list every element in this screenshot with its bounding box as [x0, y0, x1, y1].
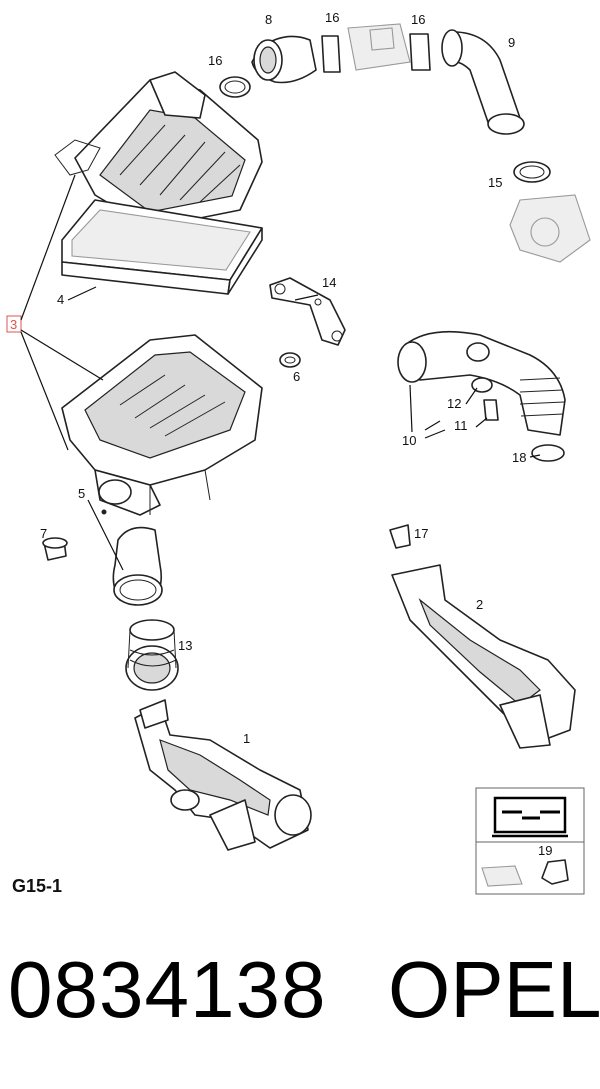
- intake-hose[interactable]: [112, 526, 163, 606]
- callout-4: 4: [57, 292, 64, 307]
- callout-13: 13: [178, 638, 192, 653]
- mass-air-flow-sensor: [347, 23, 411, 71]
- callout-14: 14: [322, 275, 336, 290]
- duct-2[interactable]: [391, 564, 576, 749]
- callout-3: 3: [10, 317, 17, 332]
- callout-17: 17: [414, 526, 428, 541]
- callout-2: 2: [476, 597, 483, 612]
- hose-clamp-16-right[interactable]: [409, 33, 431, 71]
- callout-16-left: 16: [208, 53, 222, 68]
- callout-1: 1: [243, 731, 250, 746]
- leader-lines: [20, 174, 541, 571]
- duct-10[interactable]: [397, 330, 566, 436]
- grommet-6[interactable]: [279, 352, 301, 368]
- workshop-manual-icon: [492, 796, 568, 838]
- intake-duct[interactable]: [134, 699, 312, 851]
- callout-12: 12: [447, 396, 461, 411]
- grommet[interactable]: [42, 537, 68, 561]
- reservoir-icon: [481, 865, 523, 887]
- hose-8[interactable]: [251, 35, 317, 84]
- valve-11[interactable]: [483, 399, 499, 421]
- callout-16-mid: 16: [325, 10, 339, 25]
- callout-8: 8: [265, 12, 272, 27]
- hose-clamp-15[interactable]: [513, 161, 551, 183]
- bracket[interactable]: [269, 277, 346, 346]
- callout-10: 10: [402, 433, 416, 448]
- hose-clamp-16-left[interactable]: [219, 76, 251, 98]
- callout-15: 15: [488, 175, 502, 190]
- group-code: G15-1: [12, 876, 63, 896]
- highlight-box-3: [6, 315, 22, 333]
- turbocharger-reference: [509, 194, 591, 263]
- callout-11: 11: [454, 418, 468, 433]
- part-number: 0834138: [8, 945, 327, 1034]
- hose-9[interactable]: [441, 29, 525, 135]
- hose-clamp-16-mid[interactable]: [321, 35, 341, 73]
- sensor-19-icon: [541, 859, 569, 885]
- service-info-box: [475, 787, 585, 895]
- air-cleaner-lower-housing[interactable]: [61, 334, 263, 516]
- clamp-18[interactable]: [531, 444, 565, 462]
- clip-17[interactable]: [389, 524, 411, 549]
- brand-name: OPEL: [388, 945, 600, 1034]
- callout-6: 6: [293, 369, 300, 384]
- callout-19: 19: [538, 843, 552, 858]
- callout-18: 18: [512, 450, 526, 465]
- callout-16-right: 16: [411, 12, 425, 27]
- callout-5: 5: [78, 486, 85, 501]
- callout-9: 9: [508, 35, 515, 50]
- filter-element[interactable]: [61, 199, 263, 295]
- callout-7: 7: [40, 526, 47, 541]
- resonator-clamp[interactable]: [125, 619, 179, 691]
- callout-labels: 1 2 3 4 5 6 7 8 9 10 11 12 13 14 15 16 1…: [10, 10, 552, 858]
